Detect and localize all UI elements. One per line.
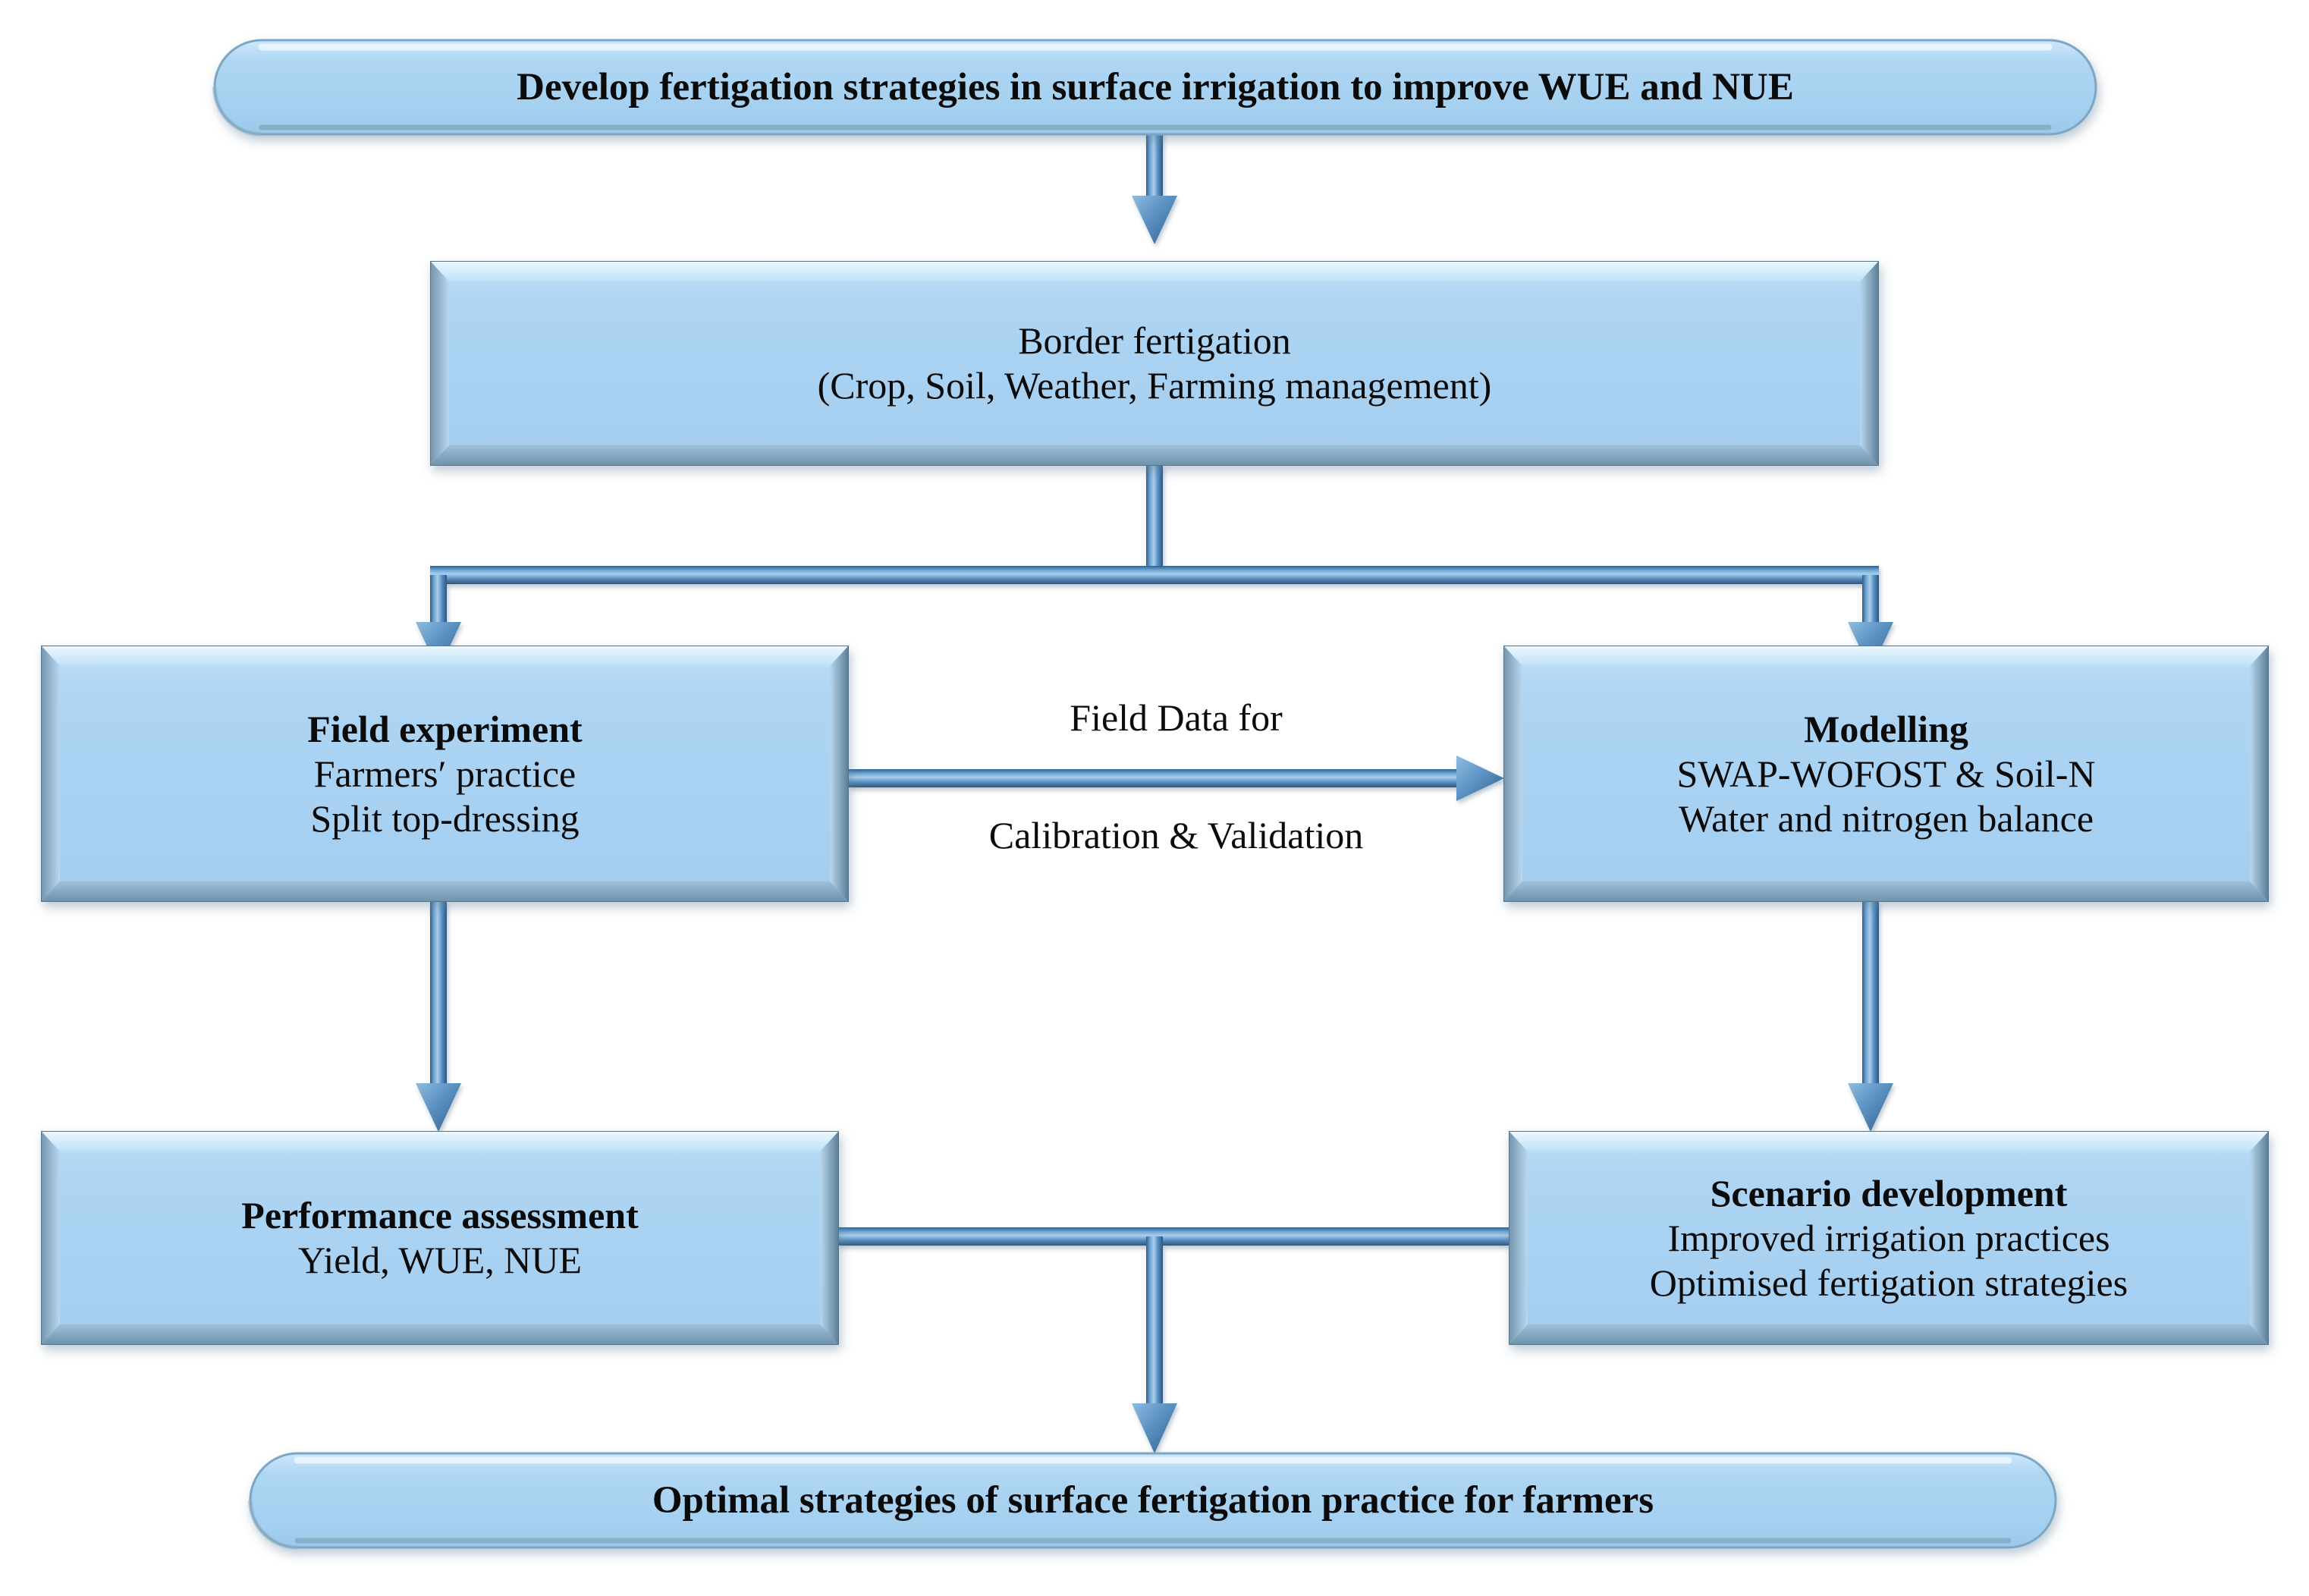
- node-scenario-development[interactable]: [1509, 1131, 2269, 1345]
- arrow-field-to-performance: [416, 901, 461, 1132]
- node-performance-assessment[interactable]: [41, 1131, 839, 1345]
- arrow-border-fork-trunk: [1146, 465, 1163, 575]
- arrow-field-to-modelling: [848, 756, 1504, 801]
- arrow-fork-bar: [430, 566, 1879, 584]
- arrow-bottom-merge-bar: [838, 1227, 1509, 1246]
- edge-label-field-data-for: Field Data for: [1070, 696, 1283, 739]
- arrow-goal-to-border: [1132, 130, 1177, 244]
- arrow-modelling-to-scenario: [1848, 901, 1893, 1132]
- node-border-fertigation[interactable]: [430, 261, 1879, 466]
- node-goal[interactable]: [212, 39, 2097, 137]
- node-optimal-strategies[interactable]: [248, 1452, 2057, 1550]
- arrow-merge-to-optimal: [1132, 1236, 1177, 1453]
- connector-layer: [416, 130, 1893, 1453]
- edge-label-calibration-validation: Calibration & Validation: [988, 814, 1364, 856]
- node-field-experiment[interactable]: [41, 646, 849, 902]
- node-modelling[interactable]: [1503, 646, 2269, 902]
